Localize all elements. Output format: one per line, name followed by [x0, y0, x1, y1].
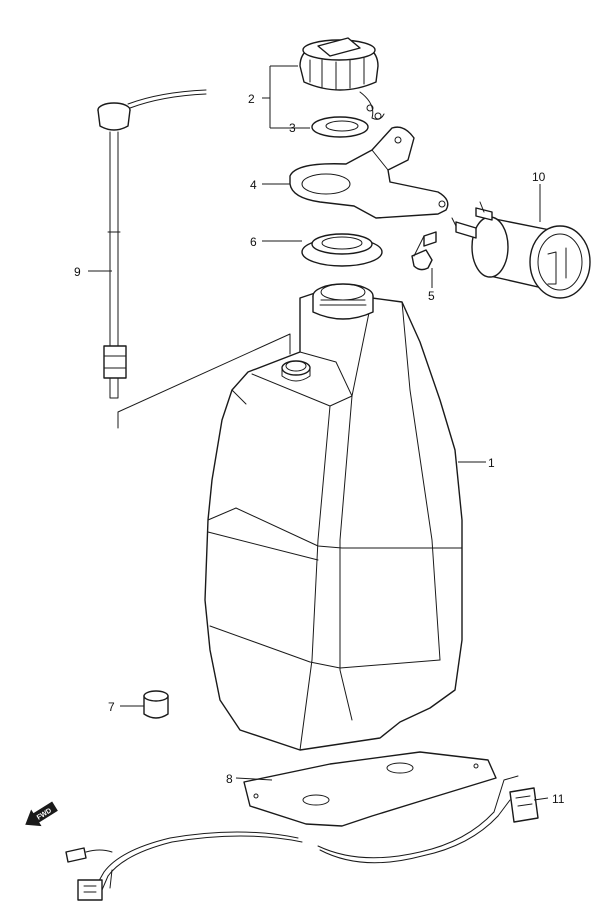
callout-3: 3 — [289, 121, 296, 135]
gauge-sender — [97, 89, 207, 399]
cap-gasket — [311, 116, 369, 138]
callout-4: 4 — [250, 178, 257, 192]
bolt — [411, 231, 437, 271]
base-pad — [243, 751, 497, 827]
callout-7: 7 — [108, 700, 115, 714]
callout-8: 8 — [226, 772, 233, 786]
fwd-arrow-icon: FWD — [25, 801, 58, 827]
callout-2: 2 — [248, 92, 255, 106]
callout-1: 1 — [488, 456, 495, 470]
callout-6: 6 — [250, 235, 257, 249]
retaining-bracket — [289, 126, 449, 219]
fuel-meter — [451, 201, 591, 299]
callout-9: 9 — [74, 265, 81, 279]
connection-line — [117, 333, 291, 429]
callout-10: 10 — [532, 170, 546, 184]
leader-lines — [88, 65, 549, 801]
plug — [143, 690, 169, 719]
callout-5: 5 — [428, 289, 435, 303]
fuel-tank — [204, 283, 463, 751]
fwd-label: FWD — [36, 807, 53, 821]
neck-grommet — [301, 233, 383, 267]
callout-labels: 1 2 3 4 5 6 7 8 9 10 11 — [74, 92, 565, 806]
wiring-harness — [65, 775, 539, 901]
fuel-cap — [299, 37, 385, 120]
callout-11: 11 — [552, 792, 565, 806]
